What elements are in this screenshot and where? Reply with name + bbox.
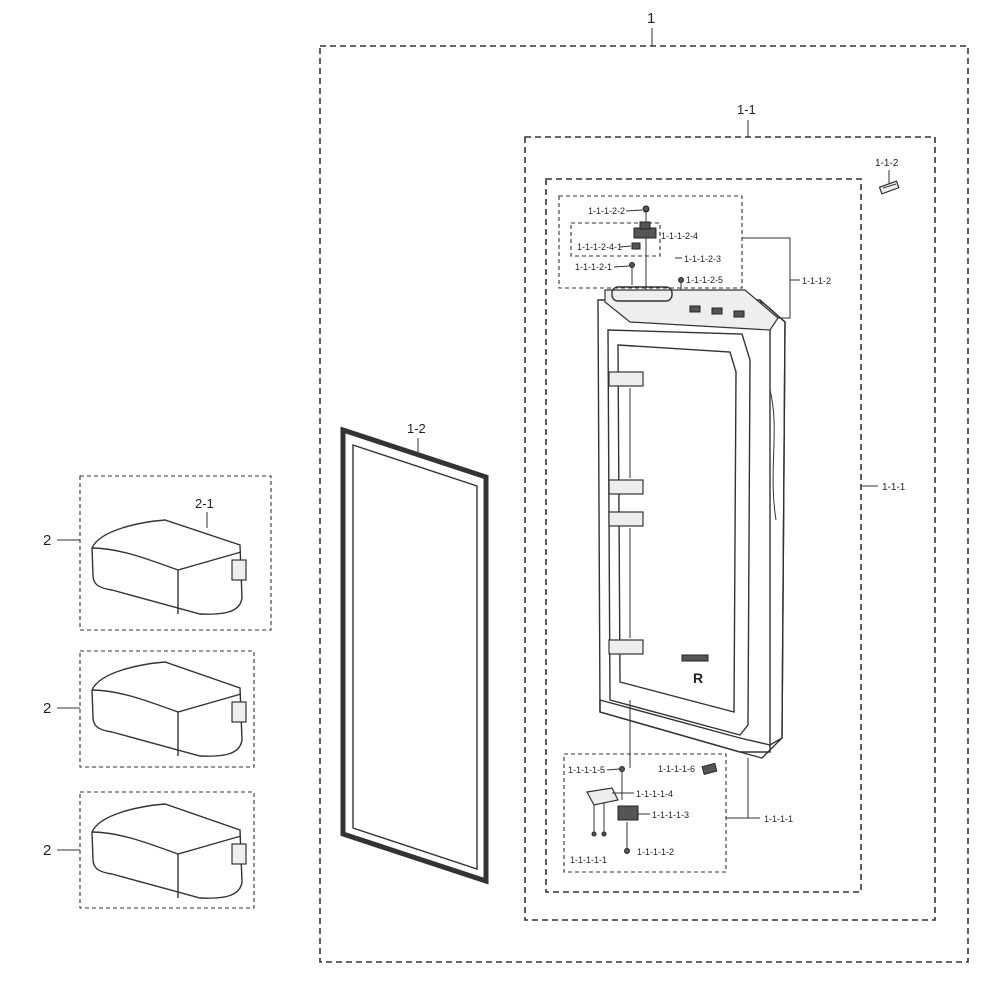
hinge-cap-part [878, 180, 900, 195]
label-bot-1-6: 1-1-1-1-6 [658, 764, 695, 774]
assembly-1-frame [319, 45, 969, 963]
label-top-2-1: 1-1-1-2-1 [575, 262, 612, 272]
label-bot-1-1: 1-1-1-1-1 [570, 855, 607, 865]
label-hinge-cap: 1-1-2 [875, 158, 899, 169]
label-bot-1-4: 1-1-1-1-4 [636, 789, 673, 799]
label-guard-2: 2 [43, 700, 51, 717]
door-mark: R [693, 670, 703, 686]
label-bot-1-5: 1-1-1-1-5 [568, 765, 605, 775]
label-assembly-1: 1 [647, 10, 655, 27]
label-top-2-4: 1-1-1-2-4 [661, 231, 698, 241]
top-cap-group-frame [558, 195, 743, 289]
top-cap-subgroup-frame [570, 222, 661, 257]
top-cap-parts [629, 205, 684, 300]
guard-box-2 [79, 650, 255, 768]
guard-box-1 [79, 475, 272, 631]
door-assembly-frame [524, 136, 936, 921]
label-top-cap-group: 1-1-1-2 [802, 276, 831, 286]
door-gasket [340, 426, 489, 885]
bottom-cap-parts [586, 762, 718, 854]
label-top-2-3: 1-1-1-2-3 [684, 254, 721, 264]
label-bot-1-2: 1-1-1-1-2 [637, 847, 674, 857]
label-door-assembly: 1-1 [737, 102, 756, 117]
label-bot-1-3: 1-1-1-1-3 [652, 810, 689, 820]
label-top-2-2: 1-1-1-2-2 [588, 206, 625, 216]
door-guard-bin-2 [91, 661, 247, 757]
door-foam-frame [545, 178, 862, 893]
door-guard-bin-1 [91, 519, 247, 615]
label-door-foam: 1-1-1 [882, 482, 906, 493]
label-guard-1: 2 [43, 532, 51, 549]
label-bottom-cap-group: 1-1-1-1 [764, 814, 793, 824]
door-body [597, 286, 786, 768]
label-gasket: 1-2 [407, 421, 426, 436]
label-guard-3: 2 [43, 842, 51, 859]
bottom-cap-group-frame [563, 753, 727, 873]
label-guard-part: 2-1 [195, 496, 214, 511]
label-top-2-4-1: 1-1-1-2-4-1 [577, 242, 622, 252]
label-top-2-5: 1-1-1-2-5 [686, 275, 723, 285]
door-guard-bin-3 [91, 803, 247, 899]
